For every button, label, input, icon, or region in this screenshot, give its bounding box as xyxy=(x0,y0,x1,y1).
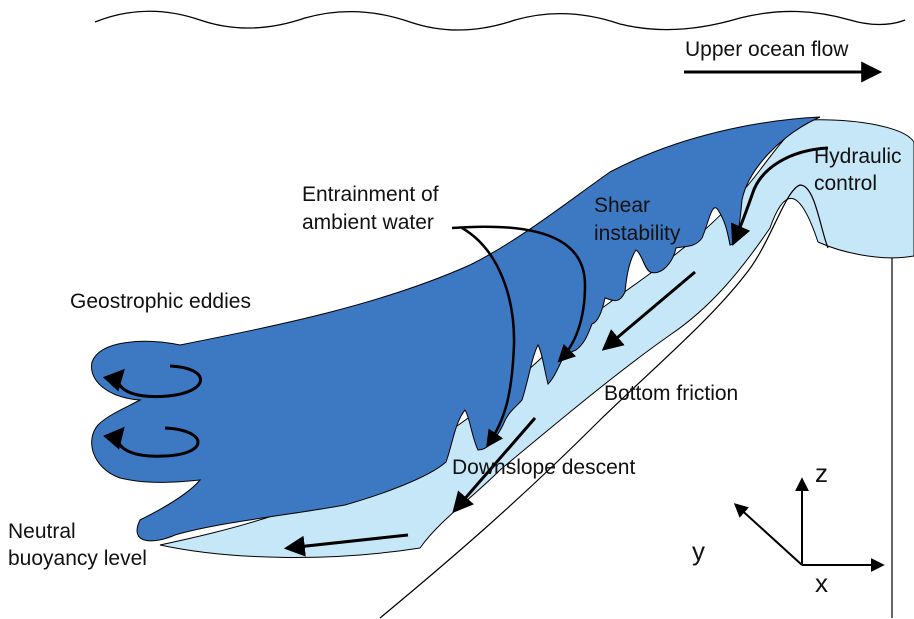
entrainment-label-1: Entrainment of xyxy=(302,183,439,206)
z-axis-label: z xyxy=(815,458,828,488)
upper-ocean-flow-label: Upper ocean flow xyxy=(685,38,849,61)
bottom-friction-label: Bottom friction xyxy=(604,382,738,405)
x-axis-label: x xyxy=(815,568,828,598)
sea-surface-line xyxy=(95,11,905,30)
shear-instability-label-2: instability xyxy=(594,222,681,245)
neutral-buoyancy-label-2: buoyancy level xyxy=(8,547,147,570)
entrainment-label-2: ambient water xyxy=(302,211,434,234)
y-axis-label: y xyxy=(692,536,705,566)
hydraulic-control-label-1: Hydraulic xyxy=(814,145,902,168)
hydraulic-control-label-2: control xyxy=(814,172,877,195)
shear-instability-label-1: Shear xyxy=(594,194,650,217)
geostrophic-eddies-label: Geostrophic eddies xyxy=(70,290,251,313)
y-axis-arrow xyxy=(736,505,802,565)
neutral-buoyancy-label-1: Neutral xyxy=(8,520,76,543)
downslope-descent-label: Downslope descent xyxy=(452,456,635,479)
